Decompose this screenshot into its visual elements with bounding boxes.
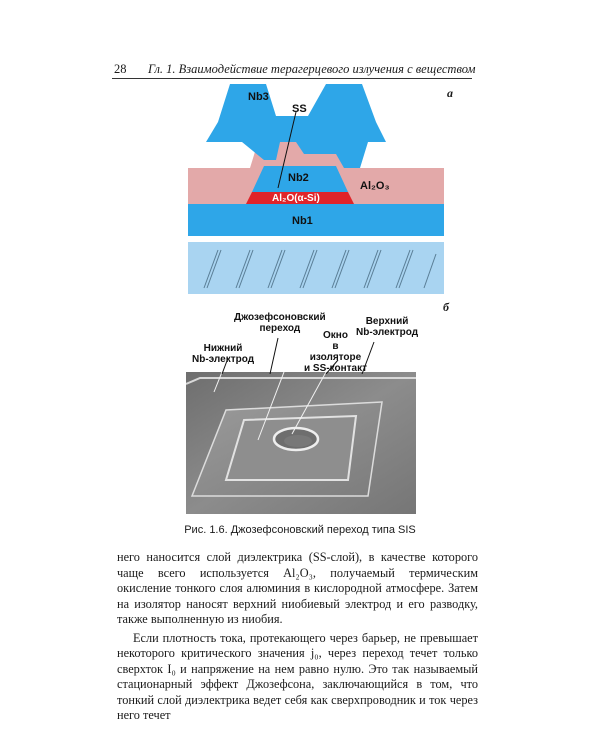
body-text: него наносится слой диэлектрика (SS-слой… xyxy=(117,550,478,724)
nb1-layer xyxy=(188,204,444,236)
panel-b-label: б xyxy=(443,300,449,314)
nb2-label: Nb2 xyxy=(288,172,309,184)
nb1-label: Nb1 xyxy=(292,215,313,227)
running-header: 28 Гл. 1. Взаимодействие терагерцевого и… xyxy=(112,60,476,79)
nb3-label: Nb3 xyxy=(248,91,269,103)
nb3-layer xyxy=(206,84,386,168)
bottom-electrode-pointer xyxy=(213,372,223,393)
ss-label: SS xyxy=(292,103,307,115)
page-number: 28 xyxy=(114,62,127,76)
barrier-layer xyxy=(246,192,354,204)
panel-a-label: а xyxy=(447,86,453,100)
window-annotation: Окно в изоляторе и SS-контакт xyxy=(304,330,367,374)
window-pointer xyxy=(291,372,327,435)
nb2-layer xyxy=(252,166,348,192)
al2o3-label: Al₂O₃ xyxy=(360,180,390,192)
junction-pointer xyxy=(257,372,285,441)
bottom-electrode-edge xyxy=(186,377,416,385)
substrate-hatching xyxy=(203,249,437,289)
paragraph-1: него наносится слой диэлектрика (SS-слой… xyxy=(117,550,478,626)
sis-cross-section-diagram: Nb3 SS Nb2 Al₂O(α-Si) Al₂O₃ Nb1 xyxy=(188,84,444,294)
substrate-layer xyxy=(188,242,444,294)
ss-pointer-line xyxy=(277,111,297,189)
barrier-label: Al₂O(α-Si) xyxy=(272,193,320,204)
bottom-electrode-annotation: Нижний Nb-электрод xyxy=(192,343,255,365)
chapter-title: Гл. 1. Взаимодействие терагерцевого излу… xyxy=(148,62,476,76)
figure-caption: Рис. 1.6. Джозефсоновский переход типа S… xyxy=(184,524,416,536)
paragraph-2: Если плотность тока, протекающего через … xyxy=(117,630,478,723)
annotation-pointers xyxy=(221,337,375,374)
sem-micrograph xyxy=(186,372,416,514)
top-electrode-annotation: Верхний Nb-электрод xyxy=(356,316,419,338)
junction-annotation: Джозефсоновский переход xyxy=(234,312,326,334)
